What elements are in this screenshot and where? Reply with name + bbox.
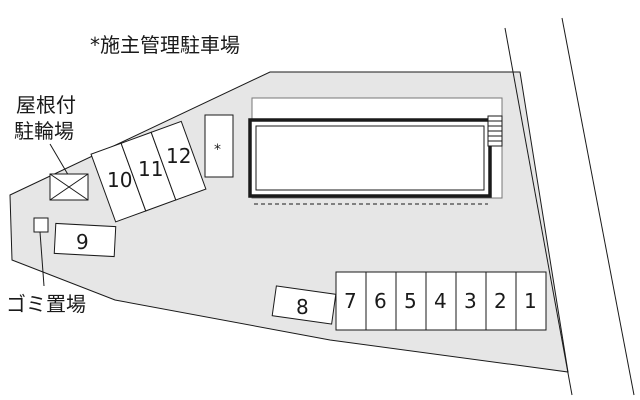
map-title: *施主管理駐車場 (90, 33, 240, 57)
parking-space-2-label: 2 (494, 289, 507, 313)
parking-space-11-label: 11 (138, 157, 163, 181)
owner-parking-slot (204, 114, 234, 178)
angled-parking-row (90, 120, 207, 223)
parking-space-7-label: 7 (344, 289, 357, 313)
road-line-right (561, 17, 635, 396)
bike-parking-area (49, 173, 89, 201)
parking-space-8-label: 8 (296, 295, 309, 319)
garbage-label: ゴミ置場 (6, 292, 86, 316)
parking-space-7 (335, 271, 367, 331)
parking-space-10-label: 10 (107, 168, 132, 192)
parking-space-12 (150, 120, 207, 201)
parking-space-9-label: 9 (76, 230, 89, 254)
parking-space-4 (425, 271, 457, 331)
parking-space-6 (365, 271, 397, 331)
garbage-area (33, 217, 49, 233)
building-inner (255, 125, 485, 191)
parking-space-3 (455, 271, 487, 331)
parking-space-8 (271, 285, 337, 325)
parking-space-6-label: 6 (374, 289, 387, 313)
garbage-pointer (39, 231, 45, 287)
right-parking-row (335, 271, 547, 331)
parking-space-5-label: 5 (404, 289, 417, 313)
owner-slot-mark: * (214, 142, 221, 158)
bike-parking-label-1: 屋根付 (16, 93, 76, 117)
parking-space-2 (485, 271, 517, 331)
road-line-left (504, 27, 573, 396)
parking-space-1 (515, 271, 547, 331)
parking-space-9 (53, 222, 117, 258)
parking-space-3-label: 3 (464, 289, 477, 313)
parking-space-1-label: 1 (524, 289, 537, 313)
parking-space-5 (395, 271, 427, 331)
bike-parking-label-2: 駐輪場 (14, 119, 74, 143)
bike-parking-pointer (49, 143, 71, 179)
parking-space-4-label: 4 (434, 289, 447, 313)
parking-space-12-label: 12 (166, 144, 191, 168)
stairs-icon (487, 115, 503, 147)
